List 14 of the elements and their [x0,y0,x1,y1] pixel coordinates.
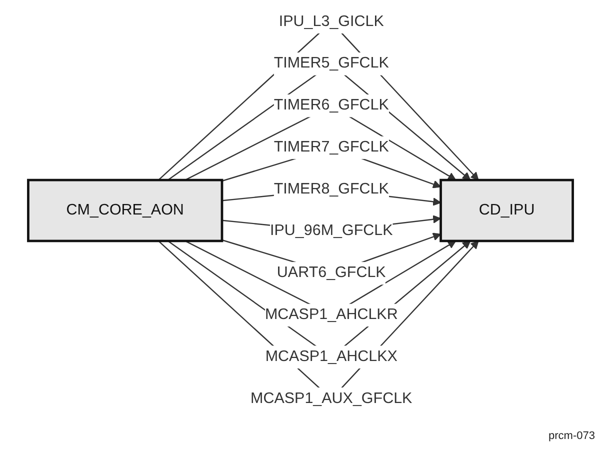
node-box [27,178,224,242]
edge-label: UART6_GFCLK [276,264,386,280]
edge-label: TIMER8_GFCLK [274,180,389,197]
edge-label: MCASP1_AUX_GFCLK [250,390,412,406]
edge-label: IPU_96M_GFCLK [270,222,393,239]
edge-label: TIMER6_GFCLK [274,96,389,113]
edge-label: TIMER5_GFCLK [274,54,389,72]
node-box [440,178,574,242]
flow-diagram: IPU_L3_GICLK TIMER5_GFCLK TIMER6_GFCLK TIMER7_GFCLK TIMER8_GFCLK IPU_96M_GFCLK UART6_GFCLK MCASP1_AHCLKR MCASP1_AHCLKX MCASP1_AUX_GFCLK CM_CORE_AON CD_IPU [3,2,598,418]
edge-label: TIMER7_GFCLK [274,138,389,155]
figure-id: prcm-073 [548,430,595,442]
edge-label: MCASP1_AHCLKX [265,348,398,364]
edge-label: MCASP1_AHCLKR [264,306,398,322]
edge-label: IPU_L3_GICLK [278,12,384,30]
